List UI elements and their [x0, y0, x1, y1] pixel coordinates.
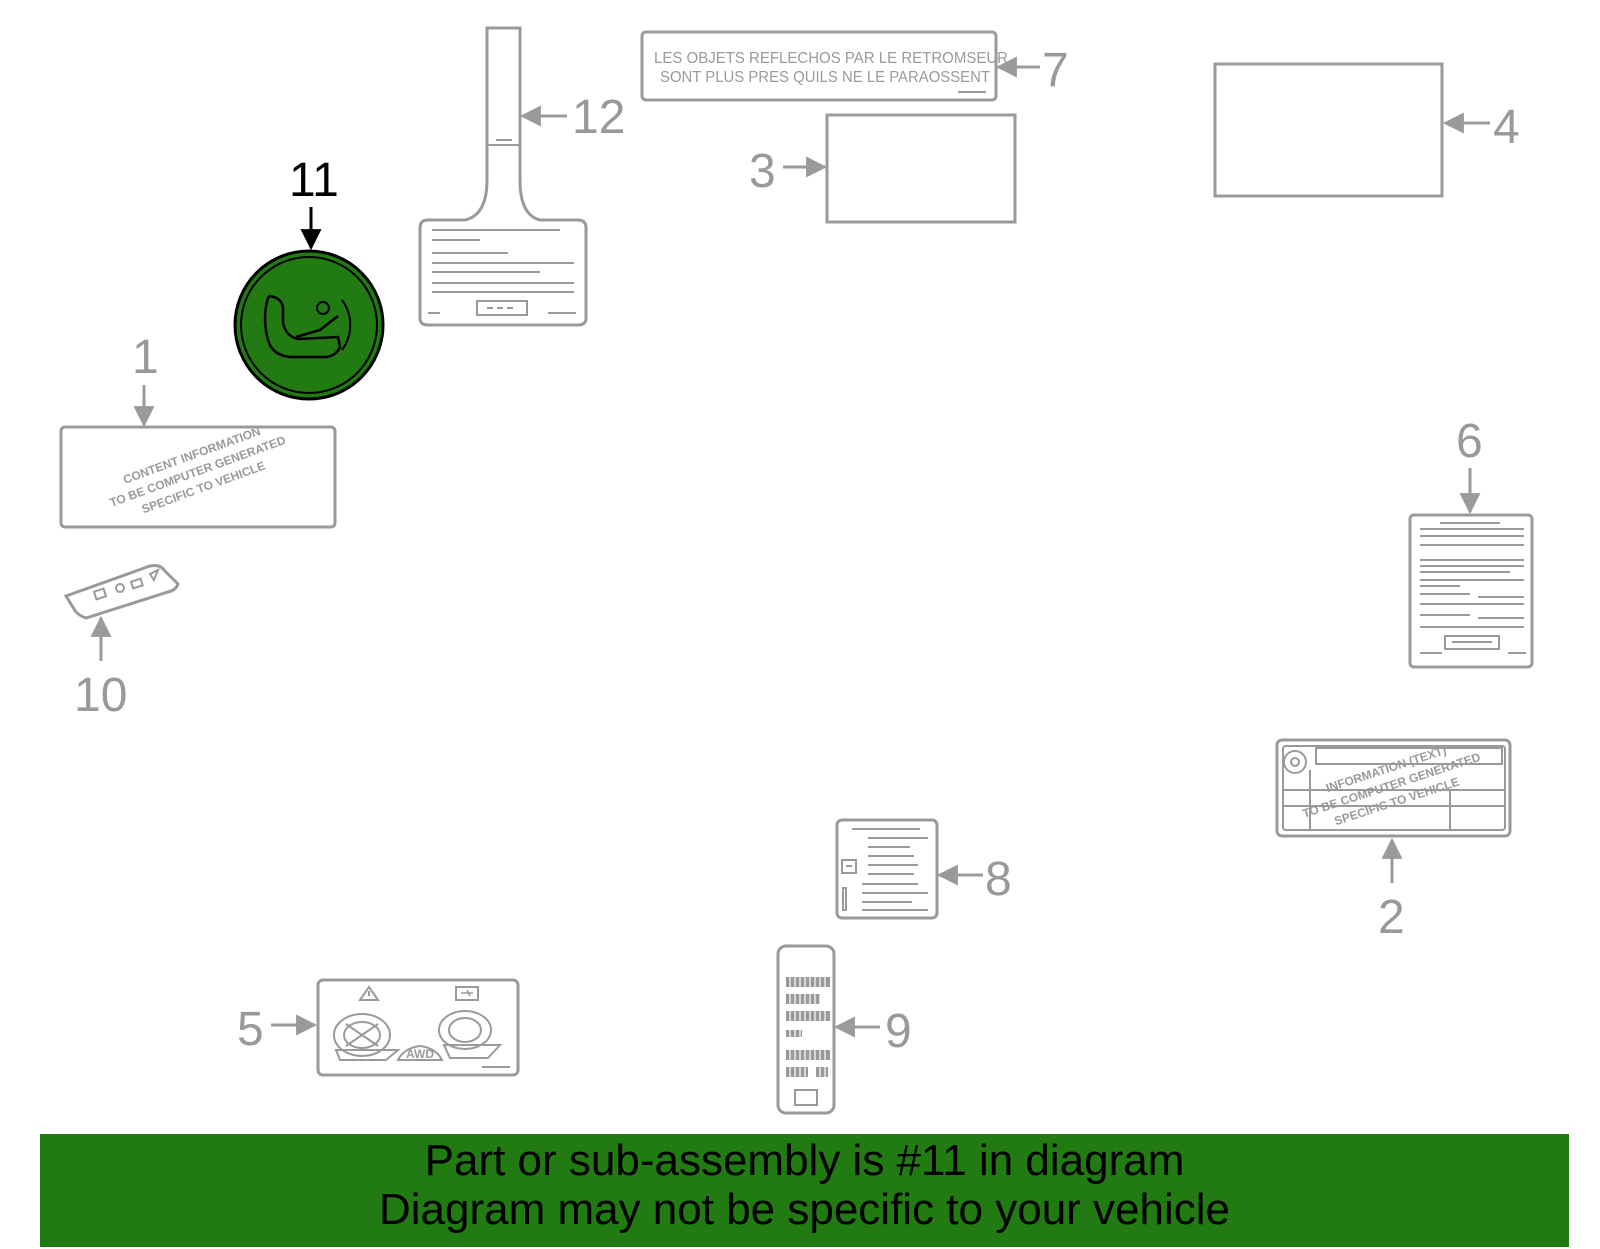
part-12-hang-tag[interactable] [418, 26, 588, 327]
callout-7[interactable]: 7 [1042, 44, 1069, 97]
callout-4[interactable]: 4 [1493, 101, 1520, 154]
callout-1[interactable]: 1 [132, 331, 159, 384]
banner-line-1: Part or sub-assembly is #11 in diagram [424, 1136, 1185, 1185]
part-7-text-line-1: LES OBJETS REFLECHOS PAR LE RETROMSEUR [654, 50, 1008, 67]
part-11-child-seat-label[interactable] [233, 249, 385, 401]
part-9-barcode-tag[interactable] [776, 944, 836, 1115]
callout-10[interactable]: 10 [74, 669, 127, 722]
part-3-blank-label[interactable] [825, 113, 1017, 224]
part-7-mirror-warning-label[interactable]: LES OBJETS REFLECHOS PAR LE RETROMSEUR S… [640, 30, 1008, 102]
part-6-text-label[interactable] [1408, 513, 1534, 669]
part-7-text-line-2: SONT PLUS PRES QUILS NE LE PARAOSSENT [660, 69, 990, 86]
banner-line-2: Diagram may not be specific to your vehi… [378, 1185, 1231, 1234]
callout-12[interactable]: 12 [572, 91, 625, 144]
callout-3[interactable]: 3 [749, 145, 776, 198]
part-8-small-text-label[interactable] [835, 818, 939, 920]
callout-11[interactable]: 11 [289, 154, 339, 207]
part-1-content-label[interactable]: CONTENT INFORMATION TO BE COMPUTER GENER… [59, 417, 337, 529]
part-5-awd-badge: AWD [406, 1047, 434, 1061]
part-5-awd-tire-label[interactable]: AWD [316, 978, 520, 1077]
part-4-blank-label[interactable] [1213, 62, 1444, 198]
callout-8[interactable]: 8 [985, 853, 1012, 906]
callout-2[interactable]: 2 [1378, 891, 1405, 944]
part-10-small-label[interactable] [63, 564, 180, 620]
callout-9[interactable]: 9 [885, 1005, 912, 1058]
callout-6[interactable]: 6 [1456, 415, 1483, 468]
callout-5[interactable]: 5 [237, 1003, 264, 1056]
part-2-info-label[interactable]: INFORMATION (TEXT) TO BE COMPUTER GENERA… [1275, 734, 1512, 838]
info-banner: Part or sub-assembly is #11 in diagram D… [40, 1134, 1569, 1247]
